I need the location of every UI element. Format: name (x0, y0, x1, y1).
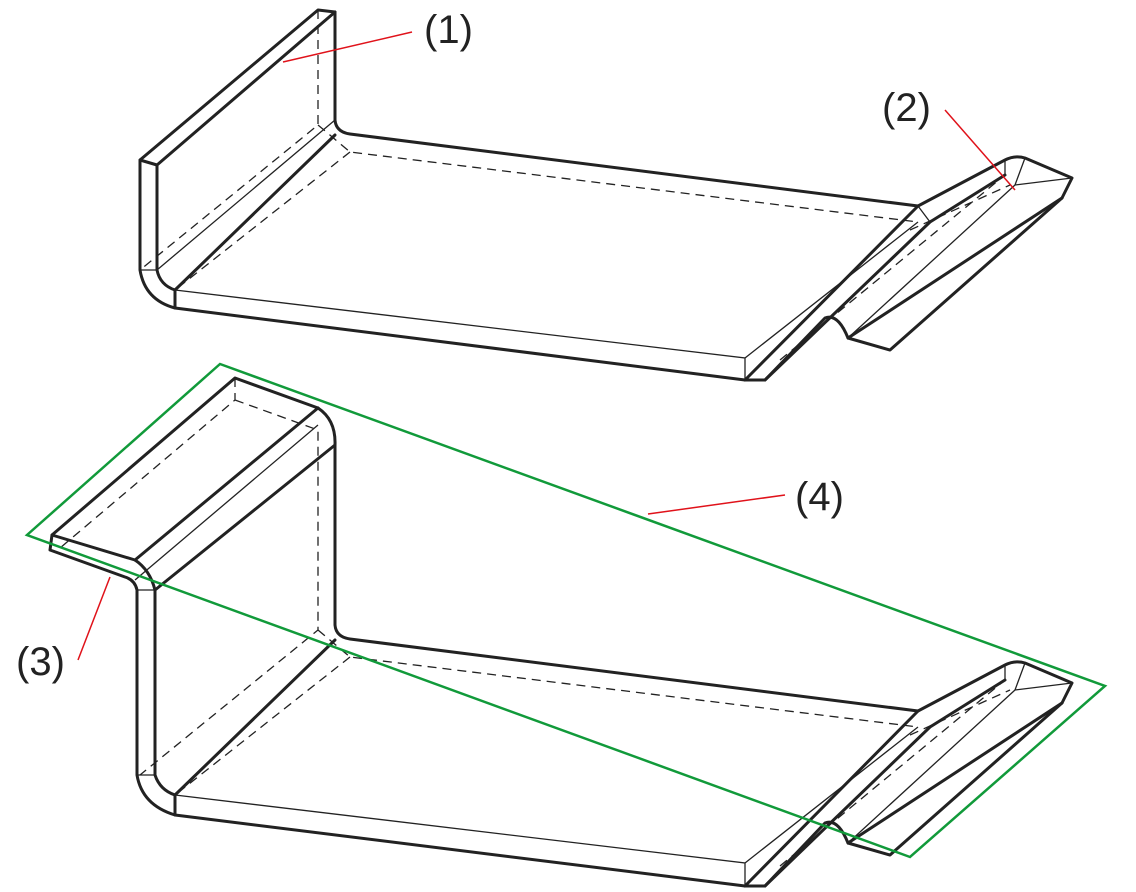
leader-1 (282, 31, 413, 63)
leader-3 (77, 576, 111, 661)
leader-4 (647, 494, 786, 515)
label-2: (2) (882, 86, 931, 130)
bottom-flange-outline (48, 376, 1074, 888)
top-flange-outline (138, 8, 1074, 382)
label-1: (1) (424, 8, 473, 52)
cutting-plane (24, 362, 1108, 859)
label-4: (4) (795, 475, 844, 519)
label-3: (3) (16, 640, 65, 684)
leader-2 (944, 109, 1016, 191)
top-part (138, 8, 1074, 382)
bottom-part (48, 376, 1074, 888)
